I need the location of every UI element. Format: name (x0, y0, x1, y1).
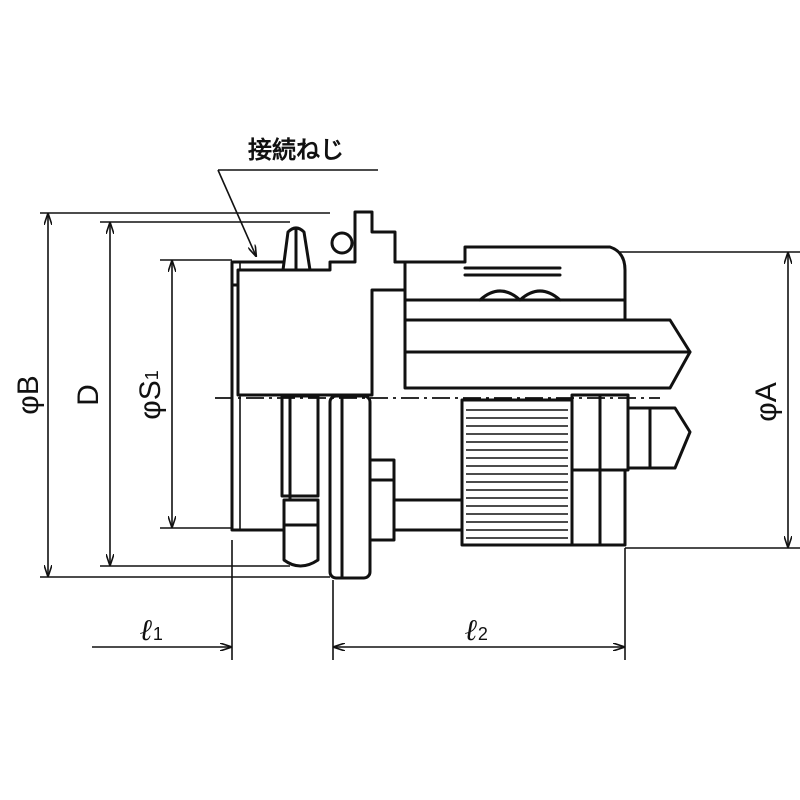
label-phi-a: φA (750, 382, 783, 421)
knurl-lines (466, 409, 568, 539)
coupling-body (230, 210, 692, 580)
upper-barrel (393, 245, 627, 322)
svg-text:φS1: φS1 (134, 370, 167, 419)
shaft (392, 498, 468, 532)
phi-s1-symbol: φ (134, 400, 167, 419)
label-phi-s1: φS1 (134, 370, 167, 419)
phi-a-symbol: φ (750, 402, 783, 421)
knurled-sleeve (460, 398, 574, 547)
label-d: D (72, 384, 105, 406)
spindle (403, 318, 692, 390)
phi-b-symbol: φ (12, 395, 45, 414)
main-sleeve (236, 210, 407, 397)
l1-subscript: 1 (153, 624, 163, 644)
extension-lines (40, 212, 800, 660)
l2-subscript: 2 (478, 624, 488, 644)
label-l2: ℓ2 (465, 613, 488, 648)
svg-text:φA: φA (750, 382, 783, 421)
l1-letter: ℓ (140, 613, 153, 648)
hex-nut-lower (282, 498, 320, 568)
lock-ball (330, 231, 354, 255)
dimension-lines (48, 214, 788, 647)
flange (328, 394, 372, 580)
thread-leader (217, 169, 378, 256)
phi-a-letter: A (750, 382, 783, 402)
label-phi-b: φB (12, 375, 45, 414)
rear-tip (626, 406, 692, 470)
phi-s1-subscript: 1 (142, 370, 162, 380)
label-l1: ℓ1 (140, 613, 163, 648)
svg-text:D: D (72, 384, 105, 406)
svg-text:φB: φB (12, 375, 45, 414)
phi-b-letter: B (12, 375, 45, 395)
thread-callout-label: 接続ねじ (248, 136, 344, 164)
phi-s1-letter: S (134, 380, 167, 400)
l2-letter: ℓ (465, 613, 478, 648)
